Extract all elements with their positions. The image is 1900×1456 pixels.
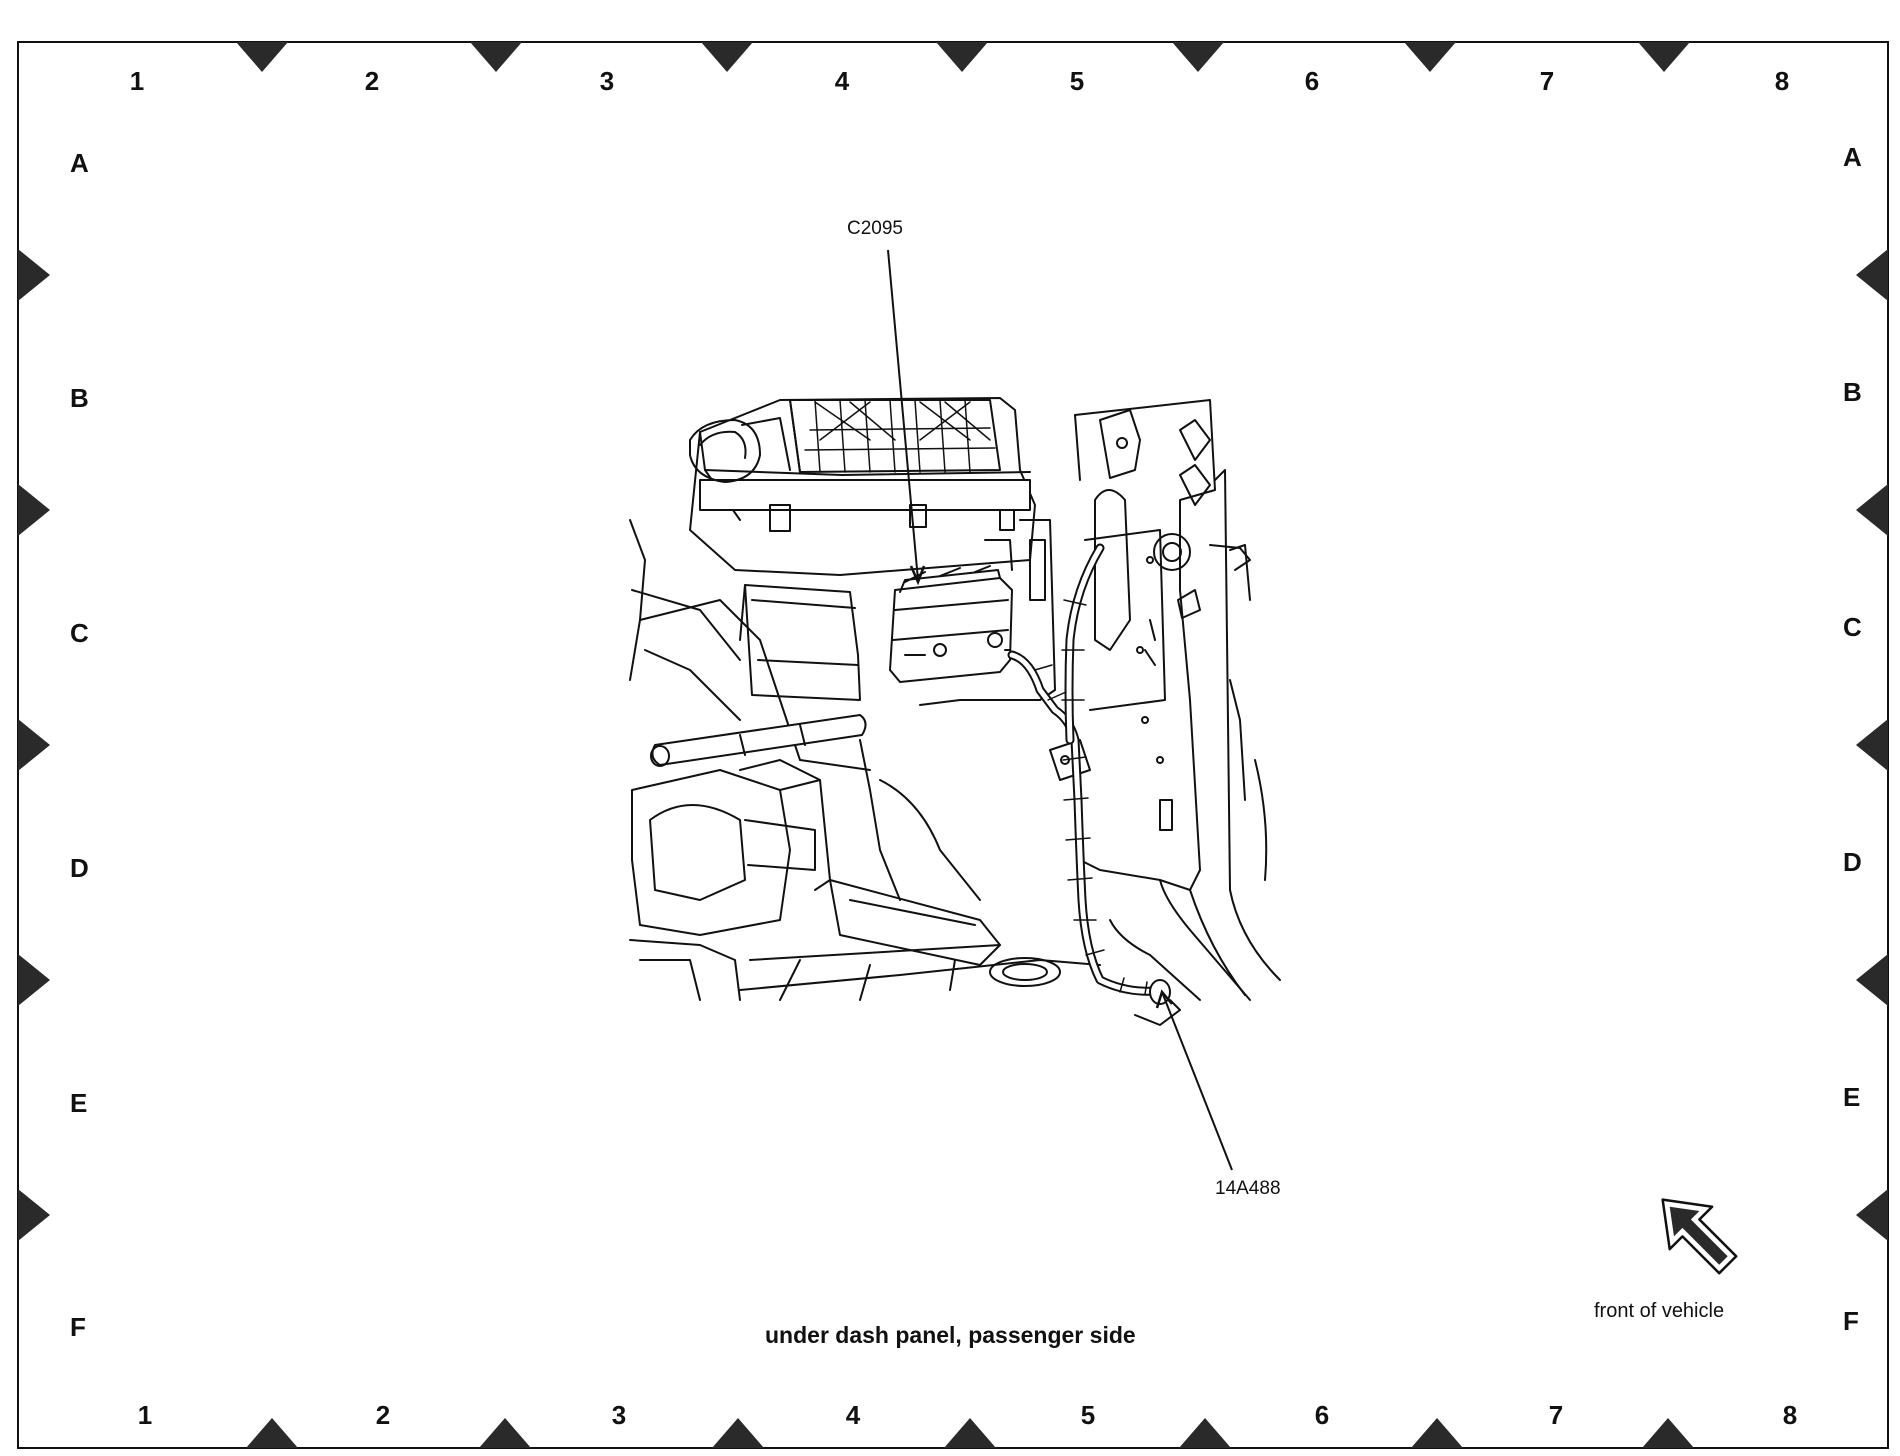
grid-column-top-6: 6 — [1304, 66, 1320, 96]
harness-leader-arrowhead — [1155, 989, 1173, 1009]
grid-column-bottom-6: 6 — [1314, 1400, 1330, 1430]
left-edge-marker-3 — [18, 719, 50, 771]
front-of-vehicle-label: front of vehicle — [1594, 1300, 1725, 1322]
grid-column-top-8: 8 — [1774, 66, 1790, 96]
bottom-edge-marker-5 — [1179, 1418, 1231, 1448]
grid-row-left-c: C — [70, 618, 89, 648]
bottom-edge-marker-2 — [479, 1418, 531, 1448]
grid-row-left-a: A — [70, 148, 89, 178]
grid-column-top-3: 3 — [599, 66, 615, 96]
grid-edge-markers — [18, 42, 1888, 1448]
left-edge-marker-5 — [18, 1189, 50, 1241]
left-edge-marker-2 — [18, 484, 50, 536]
top-edge-marker-4 — [936, 42, 988, 72]
page-frame — [17, 41, 1889, 1449]
grid-column-bottom-2: 2 — [375, 1400, 391, 1430]
grid-row-left-b: B — [70, 383, 89, 413]
top-edge-marker-7 — [1638, 42, 1690, 72]
callout-c2095: C2095 — [847, 218, 903, 239]
filter-grille-cells — [804, 399, 996, 473]
grid-column-bottom-1: 1 — [137, 1400, 153, 1430]
left-edge-marker-4 — [18, 954, 50, 1006]
grid-row-left-f: F — [70, 1312, 86, 1342]
grid-column-bottom-8: 8 — [1782, 1400, 1798, 1430]
callout-leaders — [887, 249, 1233, 1171]
top-edge-marker-3 — [701, 42, 753, 72]
right-edge-marker-2 — [1856, 484, 1888, 536]
right-edge-marker-4 — [1856, 954, 1888, 1006]
bottom-edge-marker-1 — [246, 1418, 298, 1448]
top-edge-marker-2 — [470, 42, 522, 72]
grid-row-right-e: E — [1843, 1082, 1861, 1112]
right-edge-marker-1 — [1856, 249, 1888, 301]
grid-column-bottom-5: 5 — [1080, 1400, 1096, 1430]
top-edge-marker-6 — [1404, 42, 1456, 72]
grid-row-right-a: A — [1843, 142, 1862, 172]
c2095-leader-line — [887, 249, 919, 581]
diagram-caption: under dash panel, passenger side — [765, 1322, 1136, 1348]
grid-column-top-2: 2 — [364, 66, 380, 96]
grid-row-right-c: C — [1843, 612, 1862, 642]
hvac-housing — [689, 397, 1036, 576]
grid-row-left-d: D — [70, 853, 89, 883]
harness-leader-line — [1161, 991, 1233, 1171]
right-edge-marker-3 — [1856, 719, 1888, 771]
grid-column-bottom-7: 7 — [1548, 1400, 1564, 1430]
callout-14a488: 14A488 — [1215, 1178, 1281, 1199]
grid-row-right-b: B — [1843, 377, 1862, 407]
grid-column-top-1: 1 — [129, 66, 145, 96]
right-edge-marker-5 — [1856, 1189, 1888, 1241]
c2095-leader-arrowhead — [909, 565, 926, 586]
grid-row-right-f: F — [1843, 1306, 1859, 1336]
front-of-vehicle-arrow-icon — [1661, 1198, 1738, 1275]
left-edge-marker-1 — [18, 249, 50, 301]
grid-column-bottom-4: 4 — [845, 1400, 861, 1430]
kick-panel — [1049, 399, 1281, 1001]
bottom-edge-marker-4 — [944, 1418, 996, 1448]
module-box — [739, 584, 861, 701]
connector-c2095-body — [889, 565, 1013, 683]
grid-column-top-4: 4 — [834, 66, 850, 96]
grid-column-top-5: 5 — [1069, 66, 1085, 96]
floor-ducts — [629, 519, 1101, 1001]
top-edge-marker-1 — [236, 42, 288, 72]
grid-column-bottom-3: 3 — [611, 1400, 627, 1430]
top-edge-marker-5 — [1172, 42, 1224, 72]
bottom-edge-marker-7 — [1642, 1418, 1694, 1448]
harness-14a488-body — [1007, 543, 1181, 1026]
bottom-edge-marker-6 — [1411, 1418, 1463, 1448]
under-dash-illustration — [629, 397, 1281, 1026]
grid-row-left-e: E — [70, 1088, 88, 1118]
bottom-edge-marker-3 — [712, 1418, 764, 1448]
grid-row-right-d: D — [1843, 847, 1862, 877]
grid-column-top-7: 7 — [1539, 66, 1555, 96]
